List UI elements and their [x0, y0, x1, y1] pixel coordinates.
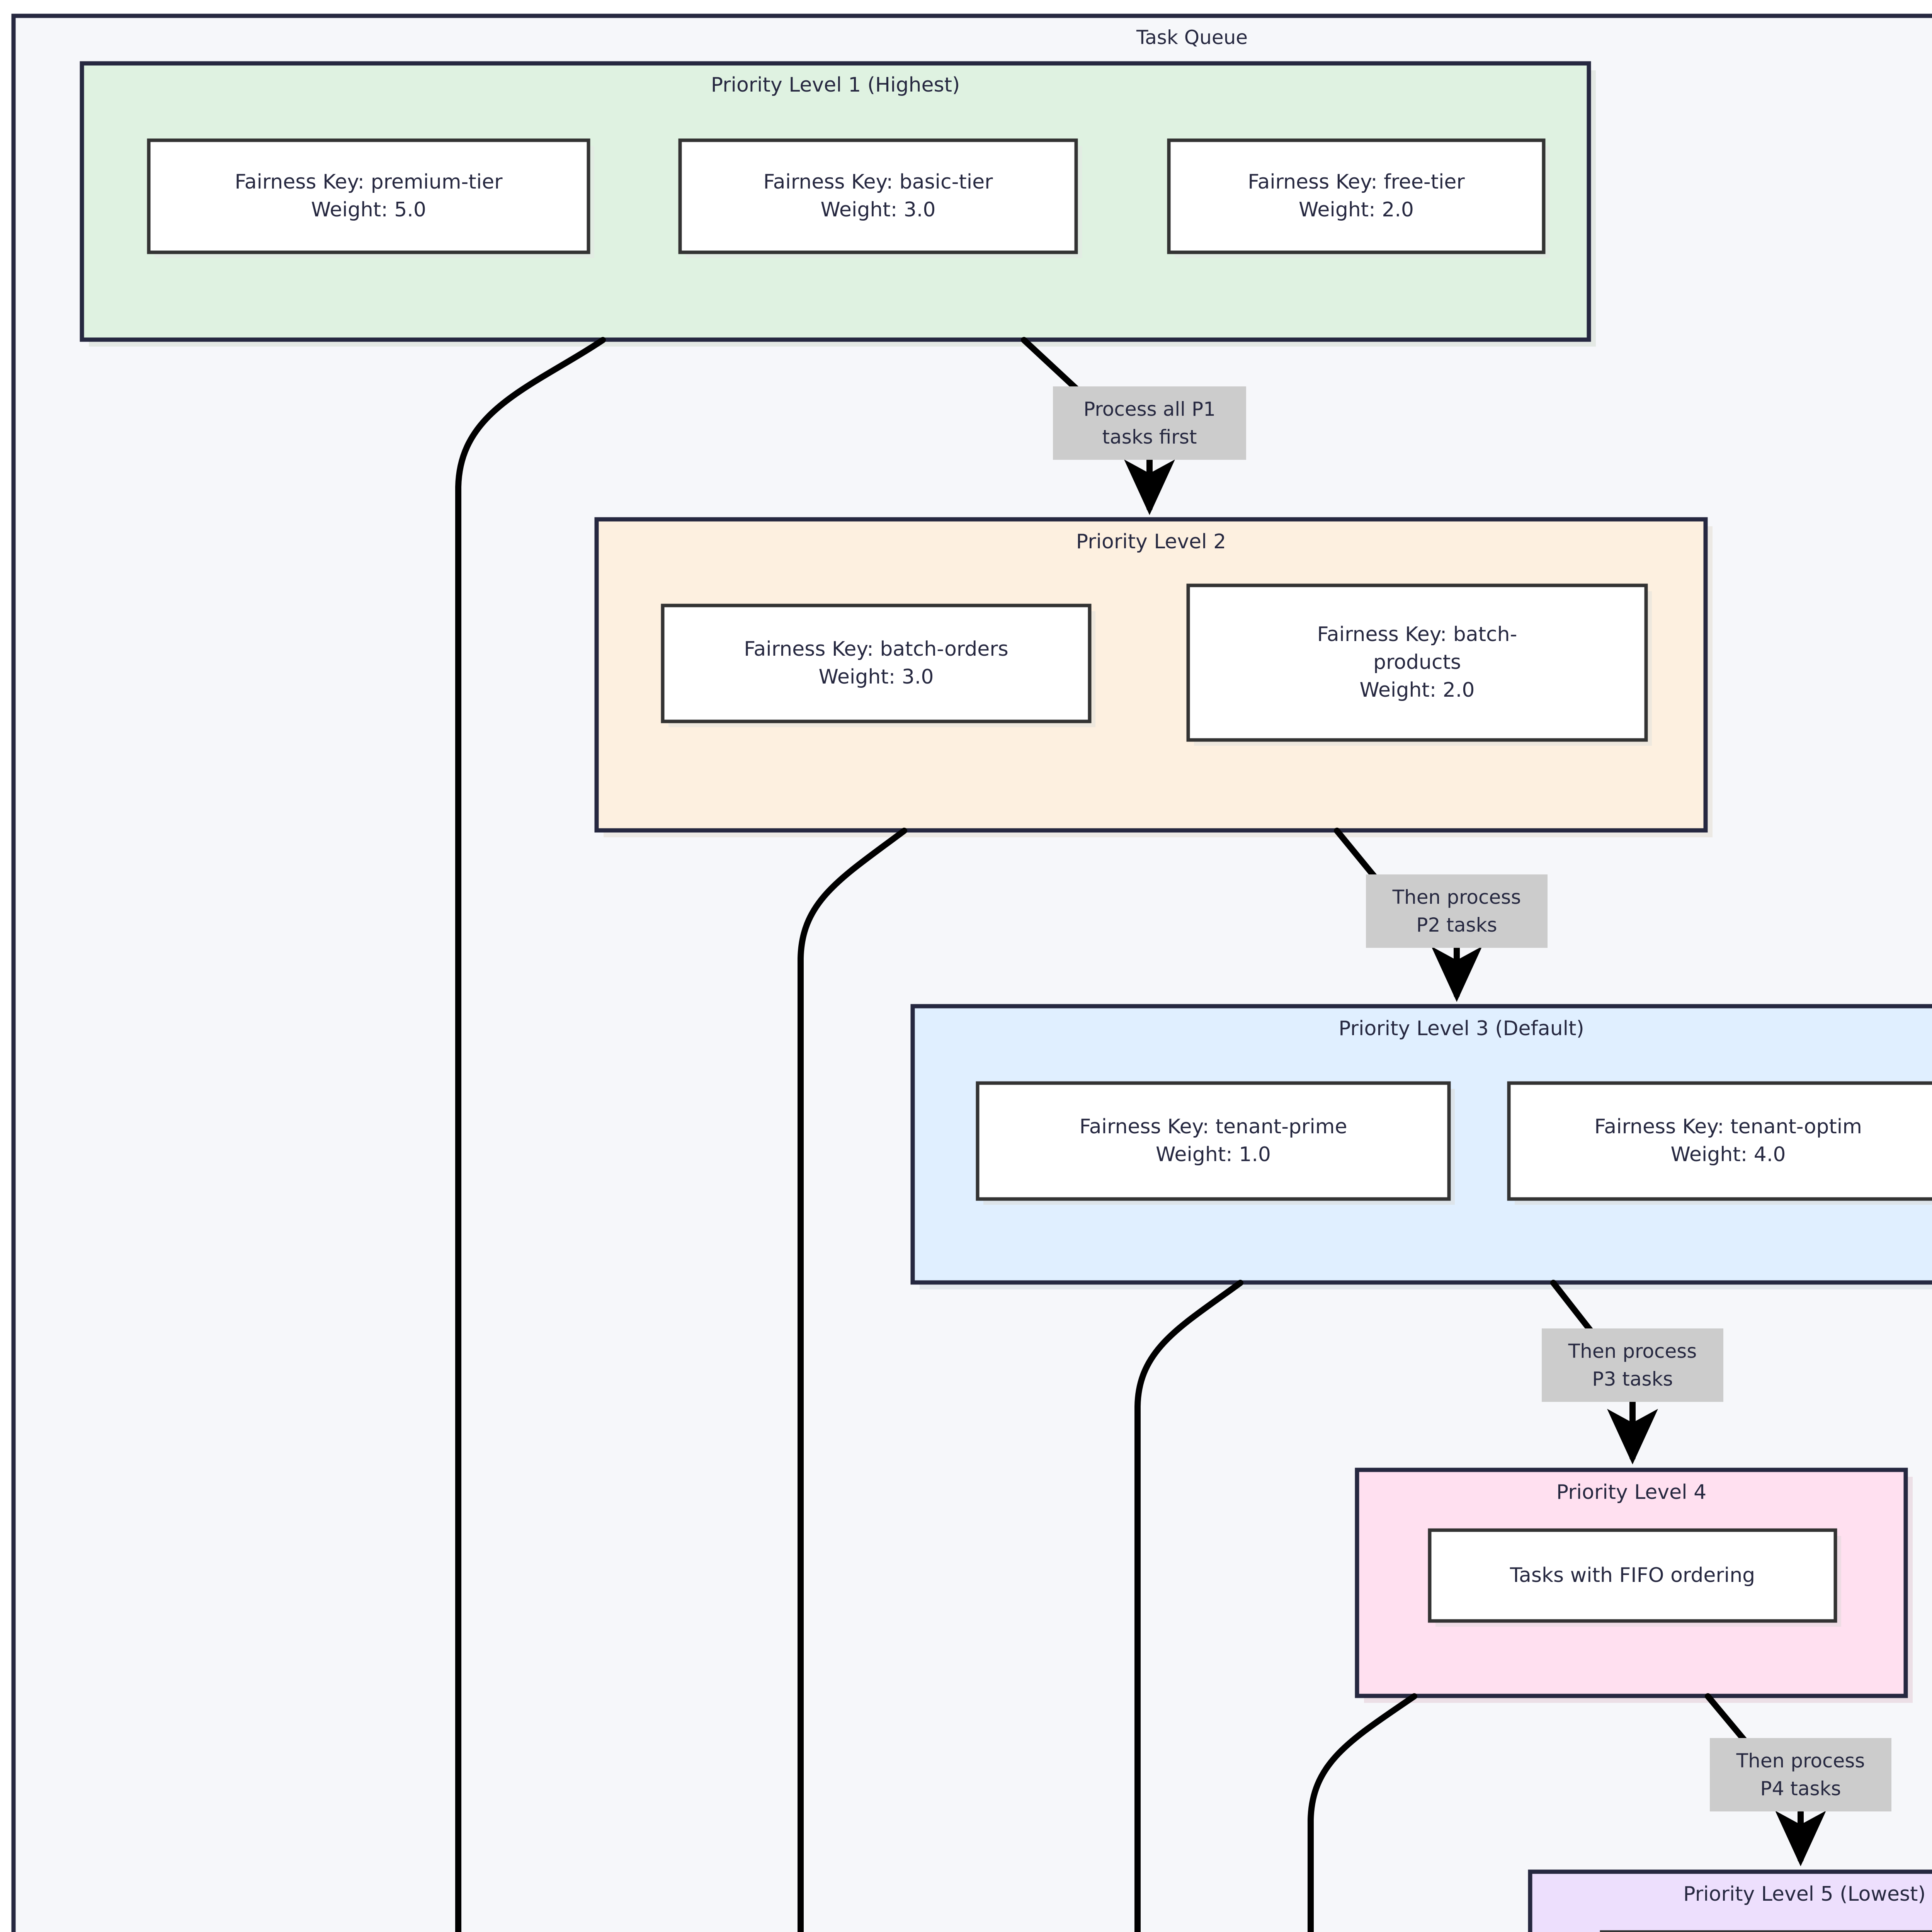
priority-level-4-title: Priority Level 4 — [1556, 1481, 1707, 1504]
fairness-node-tenant-prime[interactable] — [976, 1081, 1451, 1201]
fairness-node-free-tier[interactable] — [1167, 138, 1546, 254]
fairness-node-premium-tier[interactable] — [147, 138, 590, 254]
task-queue-title: Task Queue — [1136, 26, 1248, 49]
edge-label-line1: Process all P1 — [1083, 398, 1216, 420]
edge-label-line2: tasks first — [1102, 426, 1197, 448]
edge-label-line1: Then process — [1392, 886, 1521, 908]
edge-label-line2: P4 tasks — [1760, 1777, 1841, 1800]
fairness-node-batch-orders[interactable] — [661, 604, 1092, 723]
edge-label-p3-to-p4: Then process P3 tasks — [1542, 1328, 1723, 1402]
priority-level-1-title: Priority Level 1 (Highest) — [711, 73, 960, 97]
priority-level-5-box — [1528, 1869, 1932, 1932]
priority-level-5-title: Priority Level 5 (Lowest) — [1683, 1883, 1926, 1906]
edge-p4-to-workers — [1308, 1693, 1417, 1932]
edge-label-p4-to-p5: Then process P4 tasks — [1710, 1738, 1891, 1811]
edge-p2-to-p3 — [1334, 828, 1379, 881]
edge-label-line1: Then process — [1736, 1749, 1865, 1772]
edge-p3-to-p4 — [1550, 1280, 1595, 1335]
edge-p2-to-workers — [798, 828, 907, 1932]
edge-p1-to-p2 — [1021, 337, 1081, 393]
fairness-node-tenant-optim[interactable] — [1507, 1081, 1932, 1201]
edge-label-line2: P3 tasks — [1592, 1368, 1673, 1390]
edge-label-p1-to-p2: Process all P1 tasks first — [1053, 386, 1246, 460]
fifo-node-p4[interactable] — [1428, 1528, 1837, 1623]
fairness-node-batch-products[interactable] — [1186, 583, 1648, 742]
edge-label-p2-to-p3: Then process P2 tasks — [1366, 874, 1548, 948]
edge-p4-to-p5 — [1705, 1693, 1750, 1746]
edge-p3-to-workers — [1134, 1280, 1243, 1932]
priority-level-2-title: Priority Level 2 — [1076, 530, 1226, 553]
edge-label-line2: P2 tasks — [1416, 914, 1497, 936]
edge-label-line1: Then process — [1568, 1340, 1697, 1362]
priority-level-3-title: Priority Level 3 (Default) — [1338, 1017, 1584, 1040]
edge-p1-to-workers — [455, 337, 606, 1932]
fairness-node-basic-tier[interactable] — [678, 138, 1078, 254]
